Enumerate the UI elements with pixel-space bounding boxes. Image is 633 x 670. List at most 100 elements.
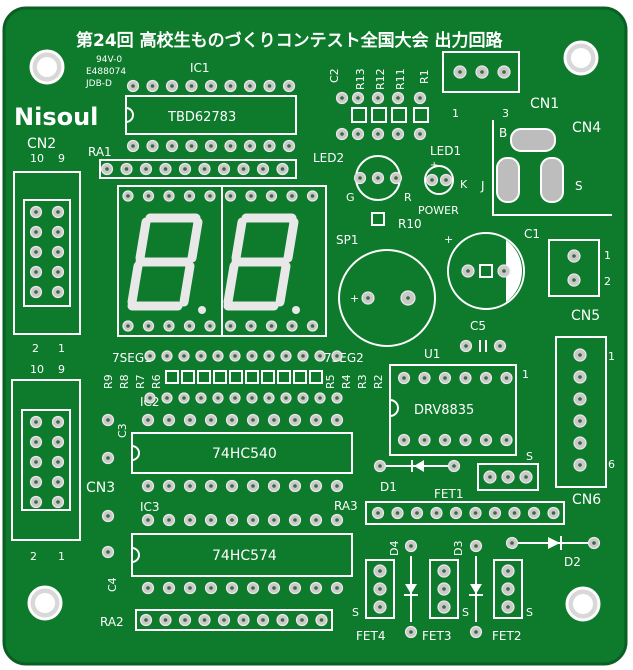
pad-hole	[314, 518, 318, 522]
svg-text:FET4: FET4	[356, 629, 385, 643]
pad-hole	[422, 438, 427, 442]
pad-hole	[376, 176, 380, 180]
pad-hole	[572, 278, 576, 282]
pad-hole	[189, 84, 194, 88]
svg-text:2: 2	[604, 275, 611, 288]
svg-text:2: 2	[32, 342, 39, 355]
pad-hole	[301, 396, 305, 400]
pad-hole	[131, 84, 135, 88]
pad-hole	[148, 354, 152, 358]
pad-hole	[378, 464, 382, 468]
pad-hole	[463, 438, 468, 442]
svg-text:R5: R5	[324, 374, 337, 389]
svg-text:10: 10	[30, 363, 44, 376]
pad-hole	[251, 484, 255, 488]
pad-hole	[484, 438, 488, 442]
pad-hole	[498, 344, 502, 348]
pad-hole	[402, 376, 406, 380]
pad-hole	[473, 511, 478, 515]
pad-hole	[506, 587, 510, 591]
svg-text:+: +	[350, 292, 359, 305]
svg-text:J: J	[480, 179, 485, 193]
pad-hole	[504, 376, 509, 380]
svg-text:RA2: RA2	[100, 615, 124, 629]
pad-hole	[443, 438, 447, 442]
svg-text:7SEG2: 7SEG2	[324, 351, 364, 365]
pad-hole	[106, 514, 110, 518]
pad-hole	[228, 144, 233, 148]
pad-hole	[148, 396, 152, 400]
pad-hole	[314, 484, 318, 488]
pad-hole	[146, 194, 151, 198]
pad-hole	[267, 396, 271, 400]
pad-hole	[474, 630, 478, 634]
pad-hole	[378, 605, 382, 609]
pad-hole	[443, 376, 447, 380]
pad-hole	[150, 84, 155, 88]
cn5-connector: 1 2 CN5	[548, 239, 611, 324]
resistor-array-top: C2 R13 R12 R11 R1	[328, 68, 431, 123]
pad-hole	[592, 541, 596, 545]
pad-hole	[418, 132, 422, 136]
pad-hole	[249, 194, 253, 198]
pad-hole	[188, 418, 192, 422]
pad-hole	[504, 438, 509, 442]
pad-hole	[272, 586, 276, 590]
pad-hole	[187, 324, 192, 328]
pad-hole	[267, 144, 272, 148]
pad-hole	[293, 586, 297, 590]
svg-text:1: 1	[58, 342, 65, 355]
svg-text:D3: D3	[452, 541, 465, 556]
pad-hole	[442, 569, 446, 573]
svg-text:R: R	[404, 191, 412, 204]
pad-hole	[208, 324, 212, 328]
mounting-holes	[27, 40, 601, 622]
pad-hole	[183, 167, 187, 171]
pad-hole	[56, 210, 60, 214]
svg-text:R1: R1	[418, 69, 431, 84]
pad-hole	[284, 354, 288, 358]
svg-text:CN1: CN1	[530, 96, 559, 112]
svg-text:R8: R8	[118, 374, 131, 389]
pad-hole	[34, 230, 38, 234]
pad-hole	[34, 250, 38, 254]
pad-hole	[318, 396, 322, 400]
pad-hole	[228, 194, 233, 198]
pad-hole	[182, 396, 186, 400]
pad-hole	[464, 344, 468, 348]
pad-hole	[454, 511, 458, 515]
pad-hole	[402, 438, 406, 442]
pad-hole	[366, 296, 370, 300]
pad-hole	[34, 210, 38, 214]
pad-hole	[188, 484, 192, 488]
svg-text:74HC574: 74HC574	[212, 548, 277, 564]
pcb-edge-shade	[2, 6, 628, 666]
resistor-outline	[181, 370, 195, 384]
pad-hole	[56, 480, 60, 484]
pad-hole	[269, 194, 274, 198]
pad-hole	[126, 194, 130, 198]
sp1-buzzer: SP1 +	[336, 233, 436, 347]
pad-hole	[230, 586, 234, 590]
pad-hole	[395, 511, 400, 515]
pad-hole	[287, 84, 291, 88]
pad-hole	[199, 354, 203, 358]
resistor-outline	[229, 370, 243, 384]
pad-hole	[56, 500, 60, 504]
pad-hole	[216, 354, 220, 358]
pad-hole	[463, 376, 468, 380]
svg-text:R2: R2	[372, 374, 385, 389]
pad-hole	[430, 178, 434, 182]
pad-hole	[261, 618, 265, 622]
pad-hole	[124, 167, 129, 171]
pad-hole	[280, 167, 285, 171]
pad-hole	[409, 630, 413, 634]
svg-text:10: 10	[30, 152, 44, 165]
svg-text:DRV8835: DRV8835	[414, 403, 474, 418]
svg-text:1: 1	[608, 350, 615, 363]
pad-hole	[209, 586, 213, 590]
pad-hole	[250, 354, 254, 358]
pad-hole	[415, 511, 419, 515]
pad-hole	[578, 375, 582, 379]
